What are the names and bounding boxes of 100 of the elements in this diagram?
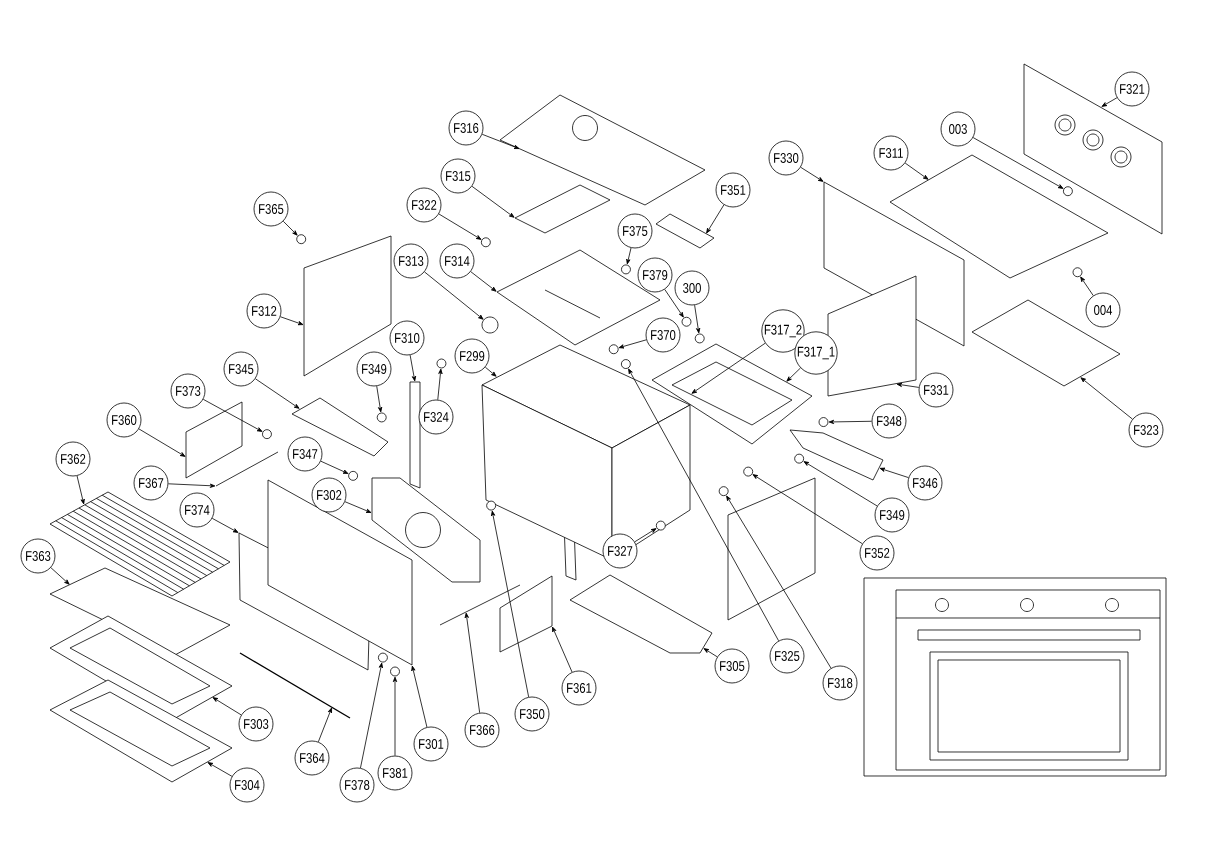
small-part bbox=[743, 466, 754, 477]
small-part bbox=[480, 237, 491, 248]
callout-number: F346 bbox=[907, 465, 943, 501]
callout-number: F314 bbox=[439, 243, 475, 279]
leader-line bbox=[411, 665, 428, 728]
small-part bbox=[694, 333, 705, 344]
callout-number: F331 bbox=[918, 372, 954, 408]
fan-motor bbox=[655, 213, 715, 249]
leader-line bbox=[424, 271, 484, 320]
leader-line bbox=[317, 707, 332, 743]
fan-disc bbox=[481, 316, 499, 334]
leader-line bbox=[471, 185, 515, 218]
callout-number: 003 bbox=[940, 111, 976, 147]
callout-number: F310 bbox=[389, 320, 425, 356]
leader-line bbox=[50, 567, 70, 585]
rail bbox=[215, 451, 279, 487]
leader-line bbox=[703, 648, 718, 658]
small-part bbox=[818, 417, 829, 427]
leader-line bbox=[138, 428, 186, 457]
leader-line bbox=[282, 220, 298, 236]
leader-line bbox=[828, 419, 872, 425]
callout-number: F301 bbox=[413, 726, 449, 762]
callout-number: F379 bbox=[637, 257, 673, 293]
callout-number: F351 bbox=[715, 172, 751, 208]
callout-number: F303 bbox=[238, 706, 274, 742]
small-part bbox=[378, 652, 388, 663]
rotisserie-spit bbox=[239, 652, 351, 719]
leader-line bbox=[376, 385, 383, 413]
callout-number: F313 bbox=[393, 243, 429, 279]
callout-number: F347 bbox=[287, 436, 323, 472]
door-panel bbox=[267, 479, 413, 666]
leader-line bbox=[212, 697, 242, 716]
leader-line bbox=[1101, 97, 1118, 107]
wire-rack bbox=[49, 491, 231, 597]
leader-line bbox=[438, 213, 482, 240]
leader-line bbox=[972, 137, 1064, 189]
callout-number: F362 bbox=[55, 441, 91, 477]
callout-number: F345 bbox=[223, 351, 259, 387]
leader-line bbox=[207, 762, 233, 777]
leader-line bbox=[726, 495, 832, 669]
leader-line bbox=[344, 501, 372, 513]
side-rack bbox=[499, 575, 553, 653]
leader-line bbox=[552, 626, 573, 673]
callout-number: F367 bbox=[133, 465, 169, 501]
small-part bbox=[348, 470, 358, 481]
leader-line bbox=[628, 368, 779, 642]
callout-number: F305 bbox=[714, 648, 750, 684]
callout-number: F361 bbox=[561, 670, 597, 706]
small-part bbox=[620, 359, 631, 369]
heating-element bbox=[789, 429, 884, 481]
back-panel bbox=[1023, 63, 1163, 235]
side-rack bbox=[185, 401, 243, 479]
back-cover bbox=[371, 477, 481, 583]
callout-number: F325 bbox=[769, 638, 805, 674]
leader-line bbox=[392, 676, 398, 756]
small-part bbox=[794, 453, 805, 464]
leader-line bbox=[664, 289, 684, 318]
leader-line bbox=[255, 378, 300, 409]
callout-number: F373 bbox=[170, 373, 206, 409]
small-part bbox=[1072, 267, 1083, 278]
callout-number: F324 bbox=[418, 399, 454, 435]
callout-number: F360 bbox=[106, 402, 142, 438]
callout-number: F315 bbox=[440, 158, 476, 194]
callout-number: F302 bbox=[311, 477, 347, 513]
baking-tray bbox=[49, 679, 233, 783]
leader-line bbox=[360, 662, 383, 769]
callout-number: F366 bbox=[464, 712, 500, 748]
side-panel bbox=[303, 235, 392, 377]
callout-number: F322 bbox=[406, 187, 442, 223]
callout-number: F363 bbox=[20, 538, 56, 574]
leader-line bbox=[800, 166, 824, 182]
callout-number: F304 bbox=[229, 767, 265, 803]
callout-number: 300 bbox=[674, 270, 710, 306]
leader-line bbox=[896, 382, 920, 388]
callout-number: F316 bbox=[448, 110, 484, 146]
callout-number: F364 bbox=[294, 740, 330, 776]
leader-line bbox=[320, 460, 349, 474]
callout-number: F323 bbox=[1128, 412, 1164, 448]
leader-line bbox=[437, 368, 443, 401]
leader-line bbox=[409, 354, 417, 382]
leader-line bbox=[280, 316, 304, 326]
callout-number: F299 bbox=[454, 338, 490, 374]
small-part bbox=[655, 520, 666, 531]
leader-line bbox=[618, 339, 647, 349]
leader-line bbox=[786, 367, 801, 382]
leader-line bbox=[76, 475, 85, 505]
callout-number: F350 bbox=[514, 696, 550, 732]
small-part bbox=[436, 358, 447, 369]
leader-line bbox=[464, 612, 481, 714]
leader-line bbox=[904, 162, 929, 180]
callout-number: F365 bbox=[253, 191, 289, 227]
rail bbox=[439, 584, 521, 626]
top-plate bbox=[514, 184, 611, 234]
leader-line bbox=[706, 204, 725, 234]
small-part bbox=[608, 344, 619, 355]
callout-number: F330 bbox=[768, 140, 804, 176]
callout-number: F378 bbox=[339, 767, 375, 803]
leader-line bbox=[484, 366, 497, 377]
bottom-sheet bbox=[971, 299, 1121, 387]
leader-line bbox=[491, 510, 530, 698]
